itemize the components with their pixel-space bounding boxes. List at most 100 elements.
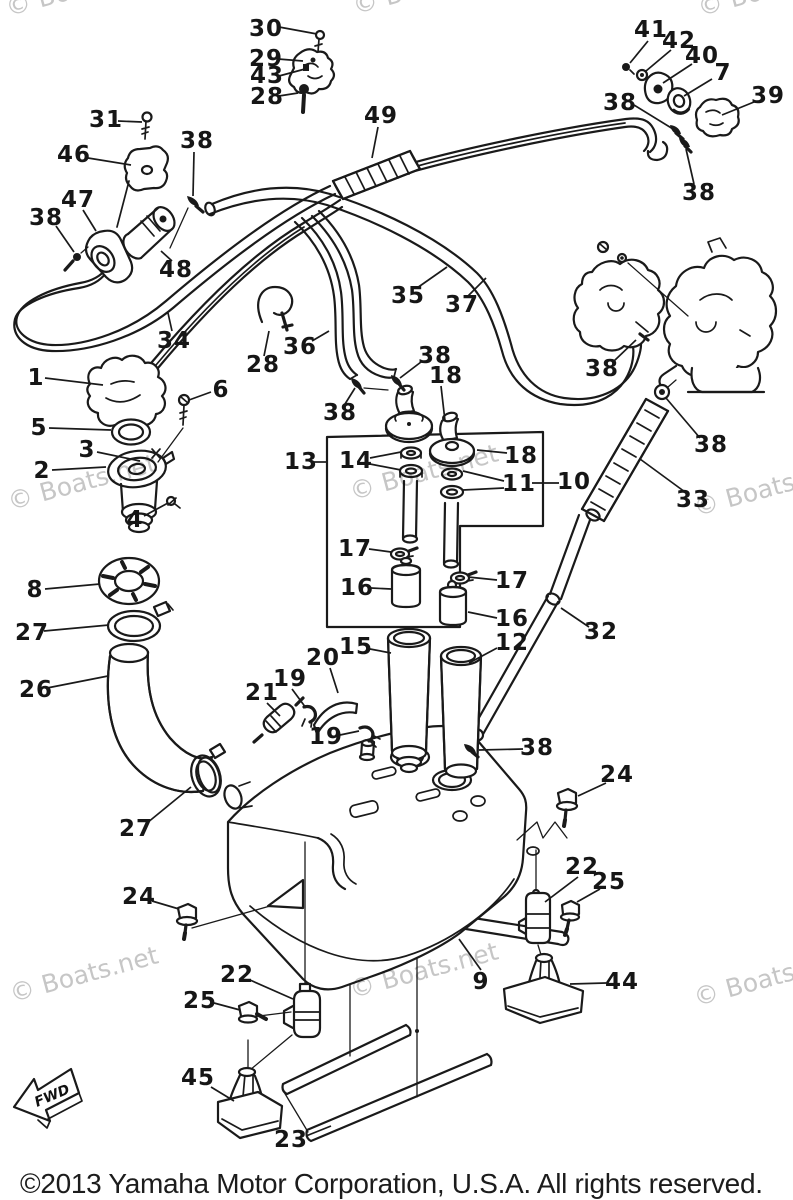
part-callout-38: 38: [584, 356, 620, 382]
leader-line-28: [278, 92, 299, 97]
leader-line-31: [117, 120, 143, 123]
leader-line-1: [44, 377, 104, 386]
hose-clip-38-e: [391, 375, 406, 392]
leader-line-30: [278, 26, 318, 35]
part-callout-7: 7: [714, 60, 732, 86]
washer-42: [635, 68, 649, 82]
bolt-24-right: [555, 787, 579, 828]
leader-line-38: [685, 148, 695, 185]
part-callout-11: 11: [501, 471, 537, 497]
filter-cup-47: [84, 229, 134, 284]
leader-line-38: [55, 225, 75, 253]
part-callout-18: 18: [428, 363, 464, 389]
carb-screw: [596, 240, 689, 317]
leader-line-28: [263, 330, 270, 357]
leader-line-32: [560, 607, 590, 628]
leader-line-26: [46, 675, 109, 689]
part-callout-8: 8: [26, 577, 44, 603]
grommet-7: [666, 87, 692, 115]
part-callout-47: 47: [60, 187, 96, 213]
leader-line-38: [399, 361, 422, 379]
hose-clip-38-g: [169, 196, 205, 249]
callout-box-10: [325, 430, 545, 629]
part-callout-1: 1: [27, 365, 45, 391]
leader-line-23: [305, 1125, 332, 1137]
fuel-line-bundle: [150, 117, 669, 370]
hose-37: [204, 186, 643, 407]
clamp-17-left: [389, 546, 419, 561]
hose-clip-19-a: [301, 704, 318, 728]
inline-filter-21: [252, 696, 305, 744]
leader-line-14: [369, 451, 402, 459]
leader-line-20: [329, 667, 339, 694]
part-callout-28: 28: [249, 84, 285, 110]
leader-line-38: [633, 104, 674, 130]
leader-line-21: [266, 702, 281, 717]
part-callout-48: 48: [158, 257, 194, 283]
part-callout-2: 2: [33, 458, 51, 484]
part-callout-39: 39: [750, 83, 786, 109]
bolt-25-left: [237, 1000, 292, 1024]
leader-line-46: [87, 157, 132, 166]
part-callout-25: 25: [591, 869, 627, 895]
leader-line-38: [665, 397, 701, 439]
leader-line-6: [188, 391, 212, 401]
clamp-28: [257, 285, 294, 332]
skid-strips-23: [281, 1023, 493, 1143]
leader-line-45: [210, 1086, 235, 1102]
mount-rods: [304, 841, 419, 1098]
fuel-pickup-right: [428, 411, 476, 569]
strainer-16-right: [438, 579, 468, 627]
clamp-17-right: [449, 570, 478, 585]
fuel-pickup-left: [384, 384, 434, 544]
bolt-25-right: [559, 899, 581, 937]
leader-line-35: [416, 266, 448, 289]
leader-line-16: [467, 611, 498, 619]
rubber-mount-44: [502, 944, 585, 1025]
leader-line-36: [311, 330, 330, 342]
part-callout-42: 42: [661, 28, 697, 54]
hose-clip-38-b: [679, 138, 693, 154]
part-callout-15: 15: [338, 634, 374, 660]
leader-line-18: [476, 449, 508, 454]
leader-line-42: [645, 49, 672, 72]
washer-43: [303, 64, 309, 71]
part-callout-19: 19: [308, 724, 344, 750]
part-callout-33: 33: [675, 487, 711, 513]
part-callout-45: 45: [180, 1065, 216, 1091]
vent-fitting: [358, 738, 376, 762]
filler-hose-26: [106, 642, 222, 794]
carburetor-2: [658, 237, 778, 394]
bracket-46: [116, 145, 169, 228]
leader-line-44: [569, 982, 607, 985]
screw-4: [165, 495, 181, 509]
leader-line-4: [143, 502, 169, 517]
fuel-filter-48: [122, 206, 176, 260]
mount-block-22-right: [517, 849, 552, 945]
mount-block-22-left: [282, 982, 322, 1039]
leader-line-47: [82, 209, 97, 232]
leader-line-48: [160, 250, 173, 262]
part-callout-16: 16: [339, 575, 375, 601]
part-callout-25: 25: [182, 988, 218, 1014]
leader-line-38: [192, 151, 195, 197]
part-callout-22: 22: [219, 962, 255, 988]
copyright-text: ©2013 Yamaha Motor Corporation, U.S.A. A…: [20, 1168, 763, 1199]
leader-line-9: [458, 938, 482, 971]
leader-line-38: [344, 387, 356, 405]
hose-clamp-27-bottom: [190, 742, 227, 798]
part-callout-43: 43: [249, 63, 285, 89]
part-callout-41: 41: [633, 17, 669, 43]
part-callout-40: 40: [684, 43, 720, 69]
leader-line-12: [468, 647, 498, 664]
hose-20: [312, 701, 359, 736]
part-callout-3: 3: [78, 437, 96, 463]
leader-line-18: [440, 385, 446, 422]
bolt-38-h: [63, 246, 89, 272]
leader-line-24: [151, 900, 180, 910]
part-callout-9: 9: [472, 969, 490, 995]
part-callout-4: 4: [126, 507, 144, 533]
leader-line-38: [478, 748, 524, 751]
part-callout-10: 10: [556, 469, 592, 495]
